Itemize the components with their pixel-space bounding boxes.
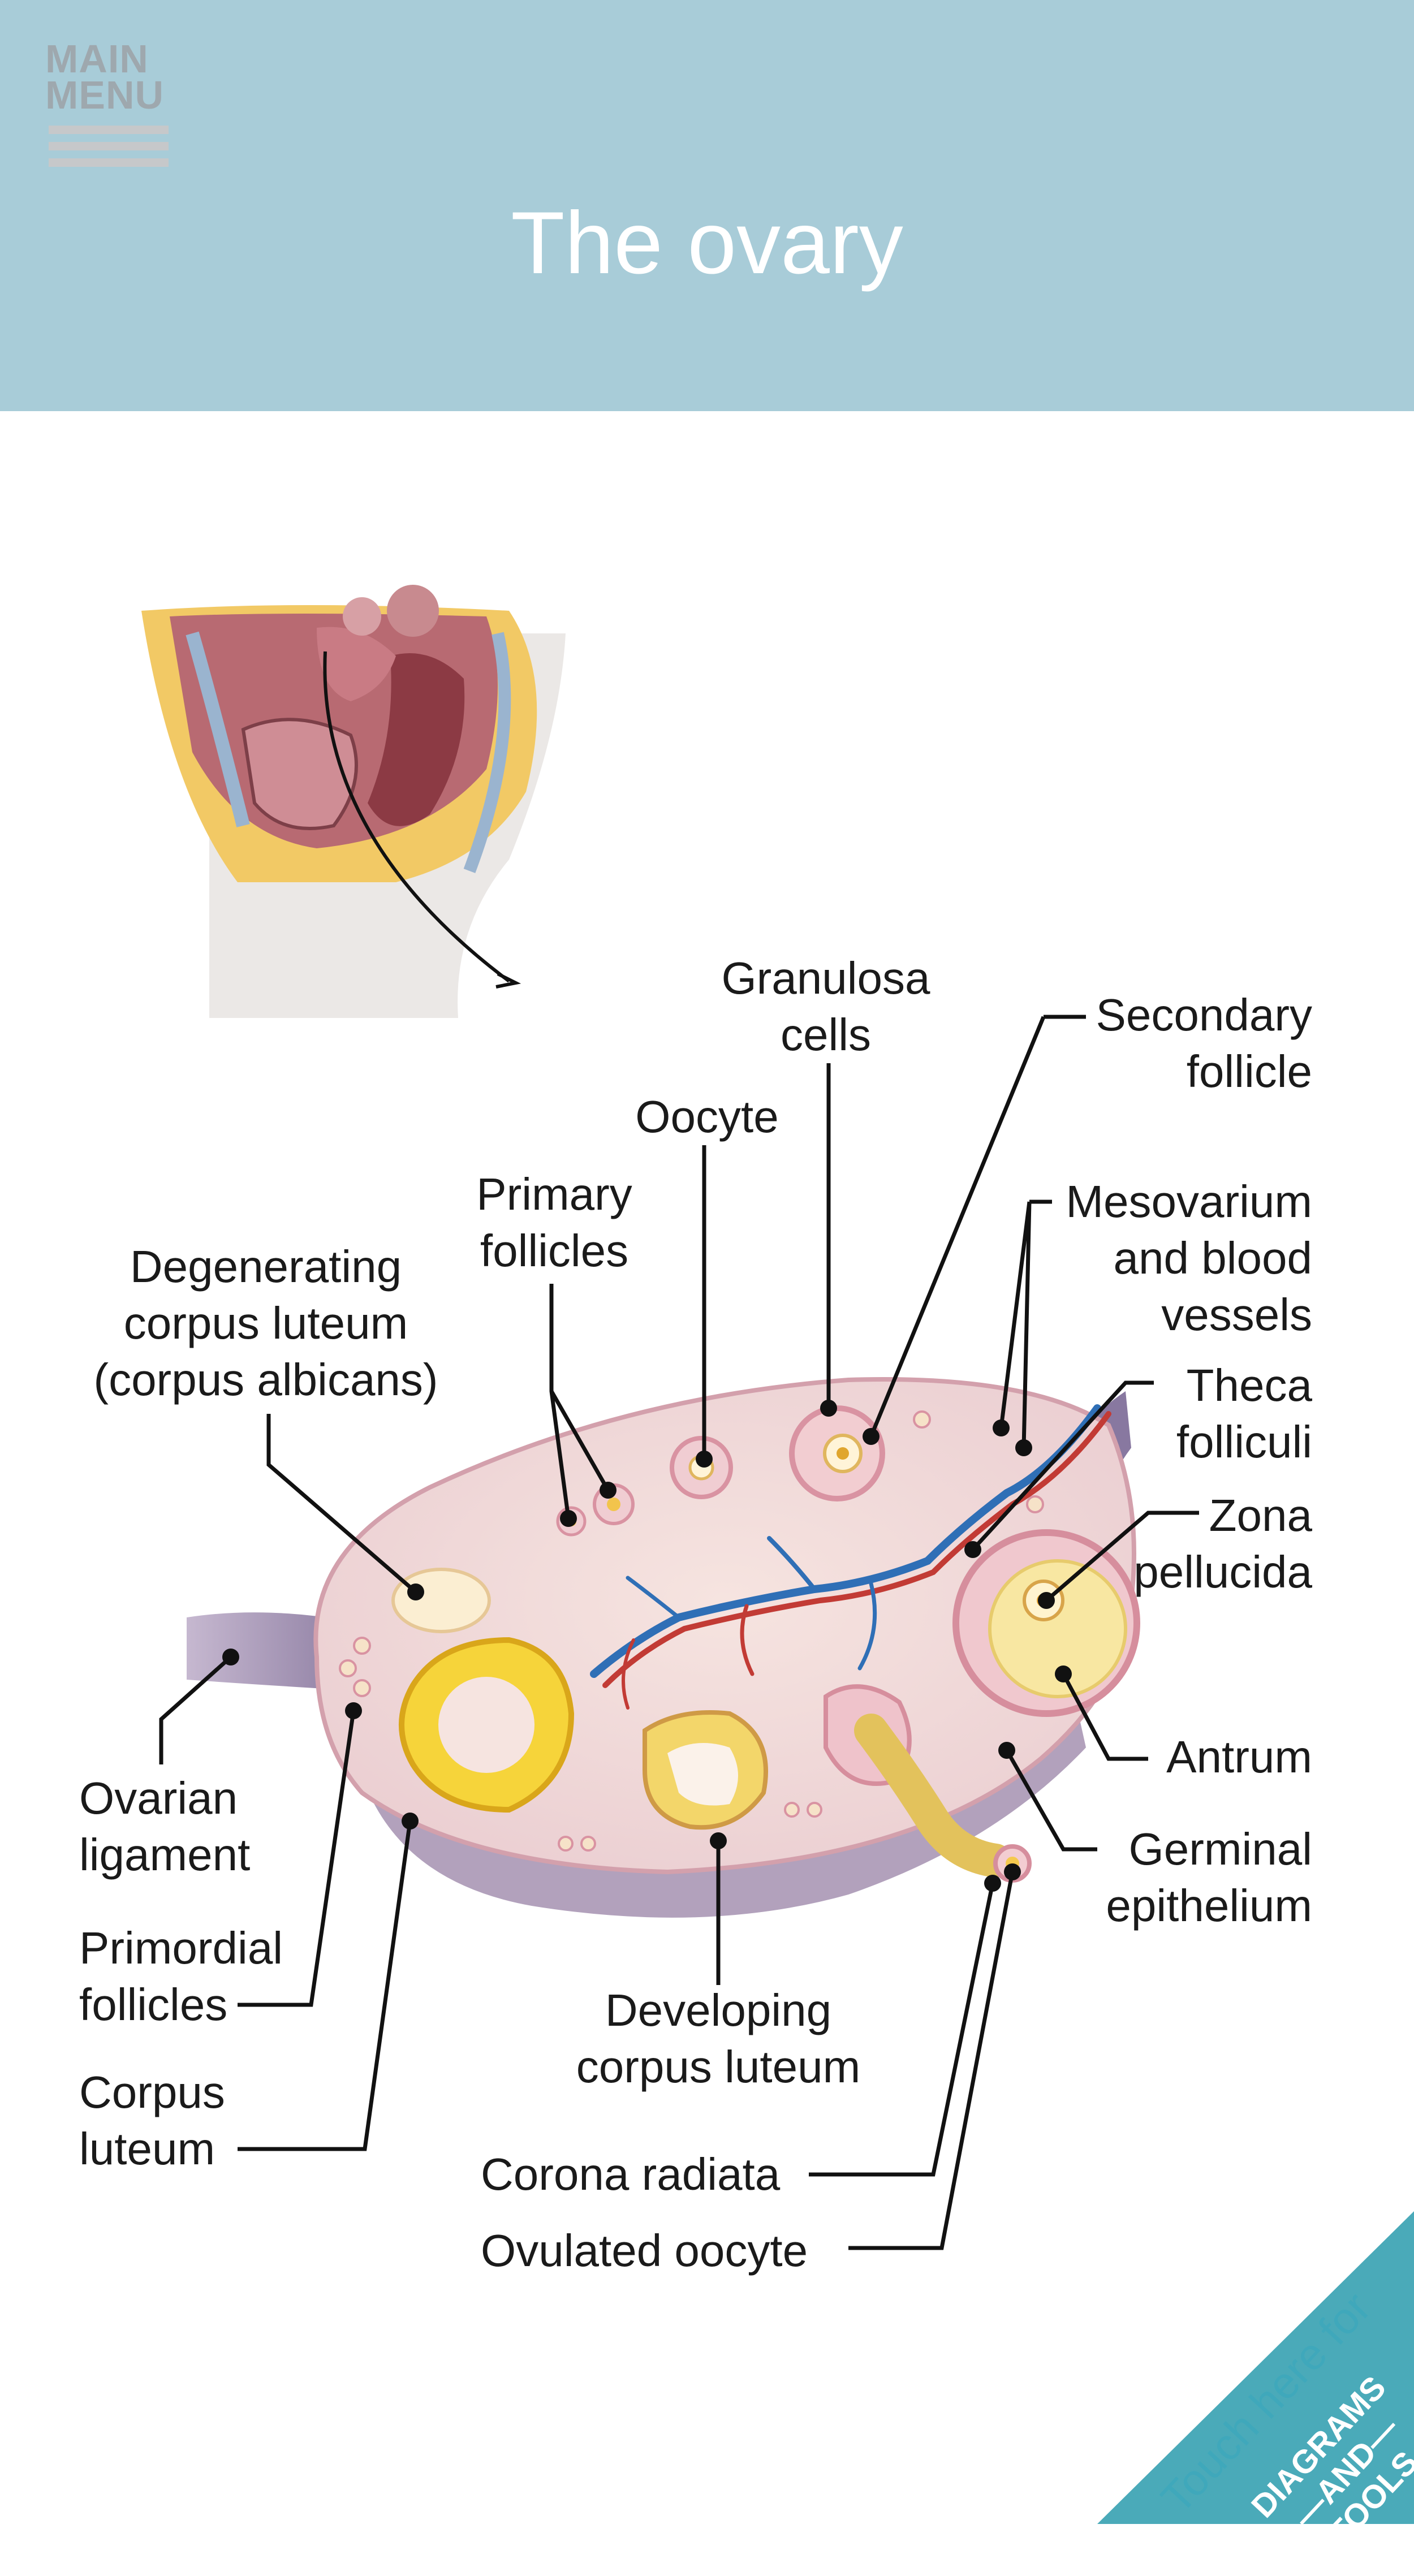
- hamburger-icon: [49, 126, 169, 175]
- label-primary-follicles: Primary follicles: [441, 1166, 667, 1279]
- label-degenerating-corpus-luteum: Degenerating corpus luteum (corpus albic…: [68, 1239, 464, 1408]
- label-zona-pellucida: Zona pellucida: [1075, 1487, 1312, 1600]
- label-granulosa-cells: Granulosa cells: [696, 950, 956, 1063]
- label-corona-radiata: Corona radiata: [481, 2146, 820, 2203]
- label-primordial-follicles: Primordial follicles: [79, 1920, 317, 2033]
- label-ovulated-oocyte: Ovulated oocyte: [481, 2223, 848, 2279]
- label-ovarian-ligament: Ovarian ligament: [79, 1770, 317, 1883]
- header-bar: MAIN MENU The ovary: [0, 0, 1414, 411]
- page-title: The ovary: [0, 181, 1414, 305]
- main-menu-label: MAIN MENU: [45, 41, 175, 113]
- label-secondary-follicle: Secondary follicle: [1018, 987, 1312, 1100]
- corpus-albicans: [393, 1569, 489, 1632]
- label-theca-folliculi: Theca folliculi: [1075, 1357, 1312, 1470]
- corpus-luteum: [402, 1640, 571, 1810]
- label-mesovarium: Mesovarium and blood vessels: [1018, 1173, 1312, 1343]
- label-developing-corpus-luteum: Developing corpus luteum: [543, 1982, 894, 2095]
- label-antrum: Antrum: [1075, 1729, 1312, 1785]
- label-oocyte: Oocyte: [588, 1089, 826, 1145]
- label-germinal-epithelium: Germinal epithelium: [1046, 1821, 1312, 1934]
- label-corpus-luteum: Corpus luteum: [79, 2064, 317, 2177]
- main-menu-button[interactable]: MAIN MENU: [45, 41, 175, 188]
- developing-corpus-luteum: [645, 1712, 766, 1827]
